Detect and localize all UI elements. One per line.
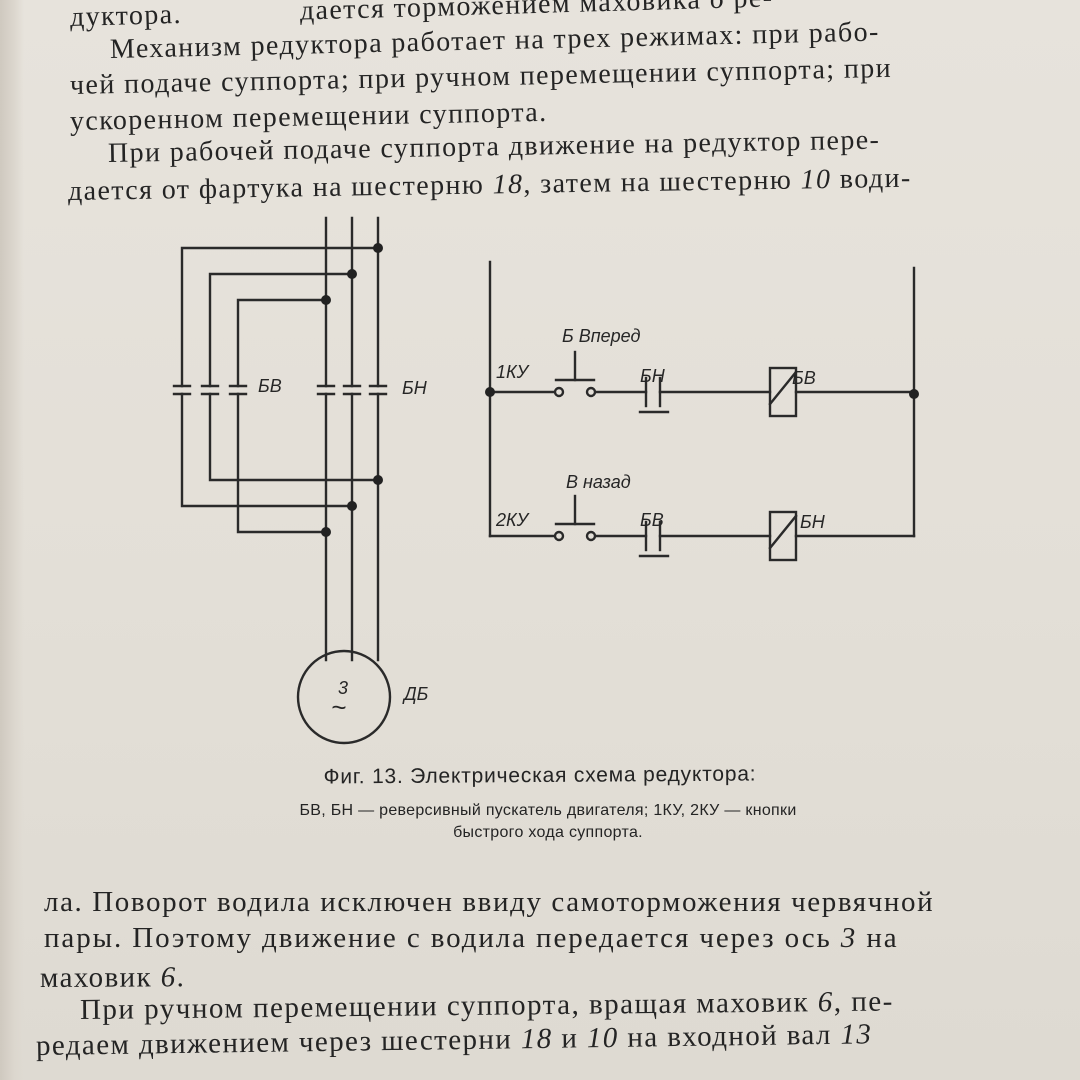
label-bn-coil: БН xyxy=(800,512,826,532)
label-motor-symbol: ~ xyxy=(331,692,346,722)
label-back-button: В назад xyxy=(566,472,631,492)
label-motor-name: ДБ xyxy=(402,684,429,704)
label-bv-coil: БВ xyxy=(792,368,816,388)
label-bv-left: БВ xyxy=(258,376,282,396)
label-bn-contact: БН xyxy=(640,366,666,386)
text-line-bottom-0: ла. Поворот водила исключен ввиду самото… xyxy=(44,886,935,918)
label-key-1: 1КУ xyxy=(496,362,530,382)
label-bn-left: БН xyxy=(402,378,428,398)
text-line-bottom-1: пары. Поэтому движение с водила передает… xyxy=(44,922,899,954)
figure-caption-line-1: БВ, БН — реверсивный пускатель двигателя… xyxy=(299,802,797,819)
label-bv-contact: БВ xyxy=(640,510,664,530)
label-key-2: 2КУ xyxy=(495,510,530,530)
label-forward-button: Б Вперед xyxy=(562,326,640,346)
page-binding-edge xyxy=(0,0,24,1080)
figure-caption-line-2: быстрого хода суппорта. xyxy=(453,824,643,841)
label-motor-phase: 3 xyxy=(338,678,348,698)
text-line-bottom-2: маховик 6. xyxy=(39,961,186,994)
